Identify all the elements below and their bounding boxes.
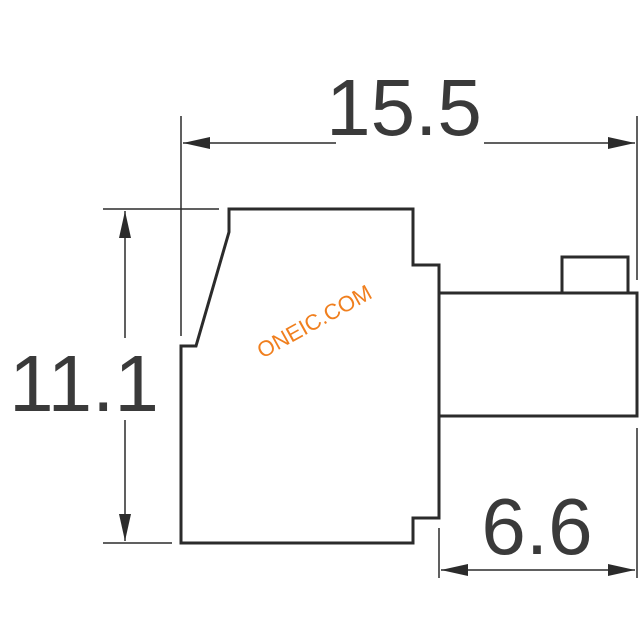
width-arrow-right [608,137,635,149]
width-arrow-left [183,137,210,149]
watermark-text: ONEIC.COM [253,280,376,363]
component-tab [560,255,630,295]
height-arrow-bottom [119,514,131,541]
width-dimension-label: 15.5 [326,63,482,152]
height-arrow-top [119,211,131,238]
component-body-outline [179,207,441,545]
height-dimension-label: 11.1 [9,339,159,428]
tail-arrow-left [441,564,468,576]
component-tail-outline [439,291,639,418]
tail-arrow-right [608,564,635,576]
tail-dimension-label: 6.6 [481,482,592,571]
